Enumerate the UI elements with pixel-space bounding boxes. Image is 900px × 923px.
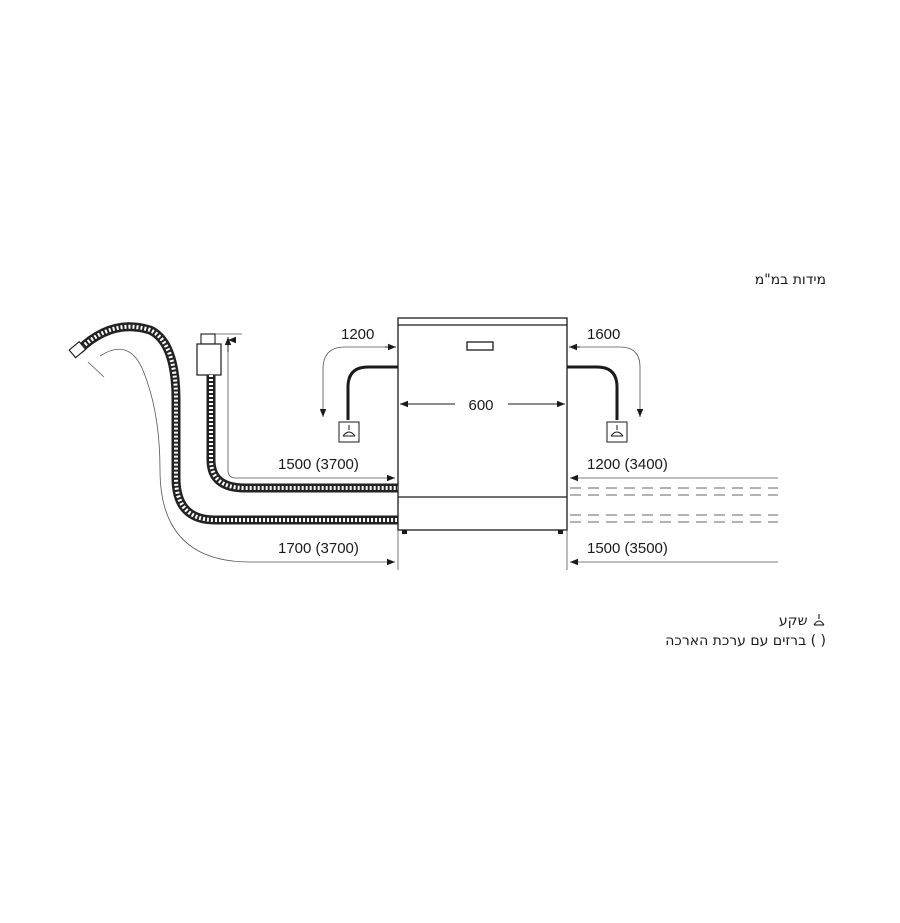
right-sink-connection: 1600: [567, 326, 644, 443]
right-supply-label: 1500 (3500): [587, 540, 668, 557]
width-label: 600: [468, 397, 493, 414]
left-drain-label: 1500 (3700): [278, 456, 359, 473]
right-upper-hose-label: 1600: [587, 326, 620, 343]
legend-tap-symbol: ( ): [810, 633, 826, 649]
right-supply-dimension: 1500 (3500): [570, 540, 778, 566]
extension-lines: [397, 530, 568, 570]
dashed-extensions: [570, 487, 778, 523]
legend-sink: שקע: [779, 613, 826, 629]
left-drain-dimension: 1500 (3700): [213, 334, 395, 482]
units-note: מידות במ"מ: [754, 272, 826, 288]
drain-hose: [196, 333, 398, 493]
dishwasher-body: [397, 317, 568, 531]
right-drain-dimension: 1200 (3400): [570, 456, 778, 482]
left-sink-connection: 1200: [319, 326, 398, 443]
left-upper-hose-label: 1200: [341, 326, 374, 343]
sink-symbol-icon: [808, 613, 826, 629]
legend-tap-label: ברזים עם ערכת הארכה: [665, 633, 807, 649]
left-supply-label: 1700 (3700): [278, 540, 359, 557]
width-dimension: 600: [400, 397, 565, 414]
legend-sink-label: שקע: [778, 613, 808, 629]
supply-hose: [68, 322, 398, 525]
legend-tap: ( ) ברזים עם ערכת הארכה: [665, 633, 826, 649]
left-supply-dimension: 1700 (3700): [87, 348, 395, 566]
right-drain-label: 1200 (3400): [587, 456, 668, 473]
dishwasher-feet: [402, 530, 563, 534]
